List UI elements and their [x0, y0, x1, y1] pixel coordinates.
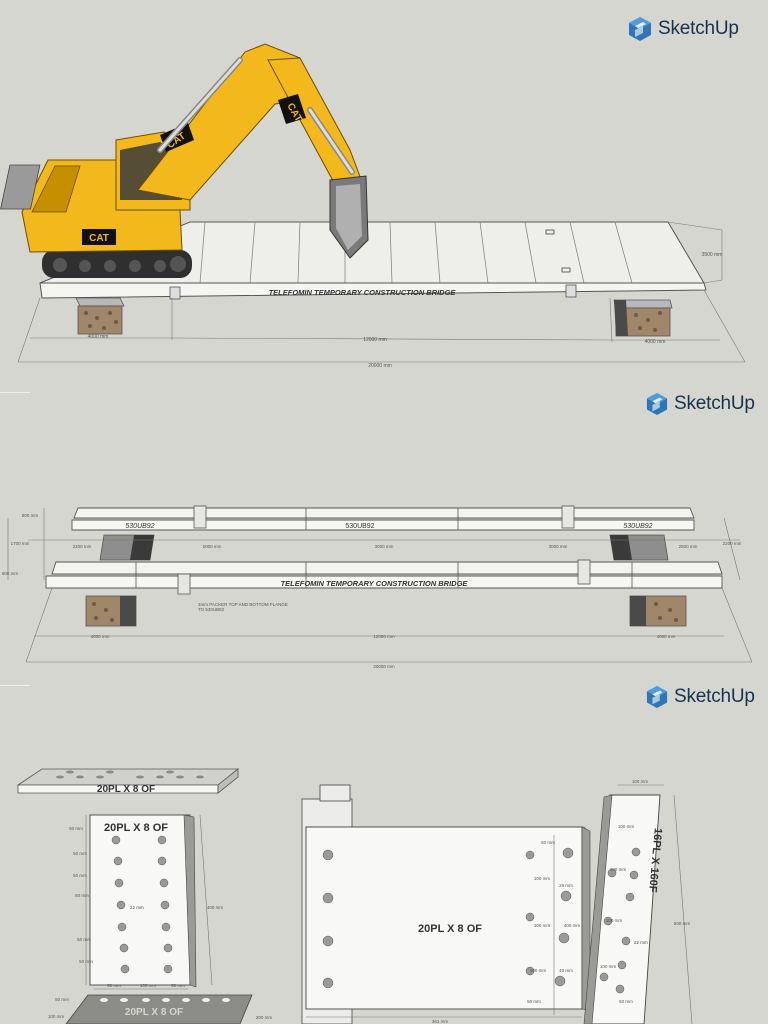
dim-top-b: 3000 mm [375, 544, 394, 549]
sketchup-logo: SketchUp [628, 16, 739, 42]
dim-50-e: 50 mm [619, 999, 633, 1004]
dim-50-b8: 50 mm [171, 983, 185, 988]
back-beam [71, 519, 695, 531]
bridge-label: TELEFOMIN TEMPORARY CONSTRUCTION BRIDGE [281, 579, 469, 588]
dim-50-b7: 50 mm [107, 983, 121, 988]
excavator-track [42, 250, 192, 278]
plate-narrow-right: 16PL X 160F 22 mm 100 mm 100 mm 100 mm 1… [583, 779, 693, 1024]
dim-left-b: 1700 mm [11, 541, 30, 546]
dim-bottom-mid: 12000 mm [373, 634, 395, 639]
plate-title-c: 20PL X 8 OF [125, 1007, 183, 1018]
front-abutment-left [85, 595, 137, 627]
dim-100-e4: 100 mm [606, 918, 623, 923]
plate-title-d: 20PL X 8 OF [418, 923, 482, 935]
packer-note-2: TO 530UB82 [198, 607, 225, 612]
front-abutment-right [629, 595, 687, 627]
dim-mid: 12000 mm [363, 337, 387, 343]
cat-badge-body [82, 229, 116, 245]
sketchup-logo-text: SketchUp [674, 393, 755, 414]
sketchup-logo-icon [646, 393, 668, 415]
plate-flat-bottom: 20PL X 8 OF 50 mm 100 mm 200 mm [48, 994, 273, 1024]
dim-50-b6: 50 mm [79, 959, 93, 964]
plate-title-a: 20PL X 8 OF [97, 784, 155, 795]
dim-left: 4000 mm [88, 334, 109, 340]
plate-vertical-left: 20PL X 8 OF 22 mm 50 mm 50 mm [69, 814, 224, 990]
dim-100-e1: 100 mm [632, 779, 649, 784]
panel-beam-layout: SketchUp 530UB92 530UB92 530UB92 TELEFOM… [0, 390, 768, 685]
dim-25-d: 25 mm [559, 883, 573, 888]
right-abutment [613, 299, 673, 337]
dim-100-c: 100 mm [48, 1014, 65, 1019]
splice-plate-assembly: 20PL X 8 OF 50 mm 100 mm 25 mm 100 mm 40… [301, 784, 591, 1024]
bridge-label: TELEFOMIN TEMPORARY CONSTRUCTION BRIDGE [269, 288, 457, 297]
cat-label-body: CAT [89, 233, 109, 244]
dim-top-a: 6000 mm [203, 544, 222, 549]
sketchup-logo-icon [629, 17, 651, 41]
excavator: CAT CAT CAT [0, 43, 369, 278]
dim-100-e3: 100 mm [610, 867, 627, 872]
dim-200-c: 200 mm [256, 1015, 273, 1020]
sketchup-logo: SketchUp [646, 392, 755, 416]
beam-label-right: 530UB92 [623, 523, 652, 530]
dim-50-b4: 50 mm [75, 893, 89, 898]
sketchup-logo-icon [646, 686, 668, 708]
plate-title-b: 20PL X 8 OF [104, 822, 168, 834]
dim-right: 2200 mm [723, 541, 742, 546]
beam-layout-drawing: 530UB92 530UB92 530UB92 TELEFOMIN TEMPOR… [2, 505, 753, 669]
front-beam-top [51, 561, 723, 575]
dim-361-d: 361 mm [432, 1019, 449, 1024]
sketchup-logo-text: SketchUp [658, 18, 739, 39]
dim-bottom-right: 4000 mm [657, 634, 676, 639]
dimension-lines [17, 221, 746, 363]
dim-100-d2: 100 mm [534, 923, 551, 928]
dim-top-left: 2200 mm [73, 544, 92, 549]
dim-50-b1: 50 mm [69, 826, 83, 831]
dim-top-right: 2500 mm [679, 544, 698, 549]
dim-100-d3: 100 mm [530, 968, 547, 973]
sketchup-logo: SketchUp [646, 685, 755, 709]
dim-50-d1: 50 mm [541, 840, 555, 845]
dim-50-b5: 50 mm [77, 937, 91, 942]
dim-100-e2: 100 mm [618, 824, 635, 829]
dim-50-b3: 50 mm [73, 873, 87, 878]
dim-100-e5: 100 mm [600, 964, 617, 969]
left-abutment [75, 297, 125, 335]
beam-label-left: 530UB92 [125, 523, 154, 530]
panel-excavator-bridge: SketchUp TELEFOMIN TEMPORARY CONSTRUCTIO… [0, 0, 768, 390]
panel-plate-details: SketchUp 20PL X 8 OF 20PL X 8 OF [0, 685, 768, 1024]
bridge-front-beam [39, 282, 707, 299]
dim-total: 20000 mm [373, 664, 395, 669]
dim-400-d: 400 mm [564, 923, 581, 928]
dim-50-b2: 50 mm [73, 851, 87, 856]
dim-100-d1: 100 mm [534, 876, 551, 881]
dim-50-d2: 50 mm [527, 999, 541, 1004]
divider [0, 392, 30, 393]
plate-details-drawing: 20PL X 8 OF 20PL X 8 OF 22 mm [16, 768, 693, 1024]
dim-40-d: 40 mm [559, 968, 573, 973]
plate-flat-top: 20PL X 8 OF [16, 768, 240, 795]
dim-bottom-left: 4000 mm [91, 634, 110, 639]
dim-100-b: 100 mm [140, 983, 157, 988]
dim-22-b: 22 mm [130, 905, 144, 910]
dim-top-c: 3000 mm [549, 544, 568, 549]
excavator-bridge-drawing: TELEFOMIN TEMPORARY CONSTRUCTION BRIDGE [0, 43, 746, 369]
dim-left-c: 800 mm [2, 571, 19, 576]
dim-50-c: 50 mm [55, 997, 69, 1002]
dim-500-e: 500 mm [674, 921, 691, 926]
sketchup-logo-text: SketchUp [674, 686, 755, 707]
dimension-lines [7, 508, 753, 663]
divider [0, 685, 30, 686]
packer-note-1: 2mm PACKER TOP AND BOTTOM FLANGE [198, 602, 288, 607]
dim-total: 20000 mm [368, 363, 392, 369]
dim-left-a: 800 mm [22, 513, 39, 518]
dim-400-b: 400 mm [207, 905, 224, 910]
dim-22-e: 22 mm [634, 940, 648, 945]
beam-label-mid: 530UB92 [345, 523, 374, 530]
back-beam-top [73, 507, 695, 519]
dim-right: 4000 mm [645, 339, 666, 345]
plate-title-e: 16PL X 160F [646, 828, 664, 894]
splice-plate [305, 826, 583, 1010]
dim-width: 3500 mm [702, 252, 723, 258]
